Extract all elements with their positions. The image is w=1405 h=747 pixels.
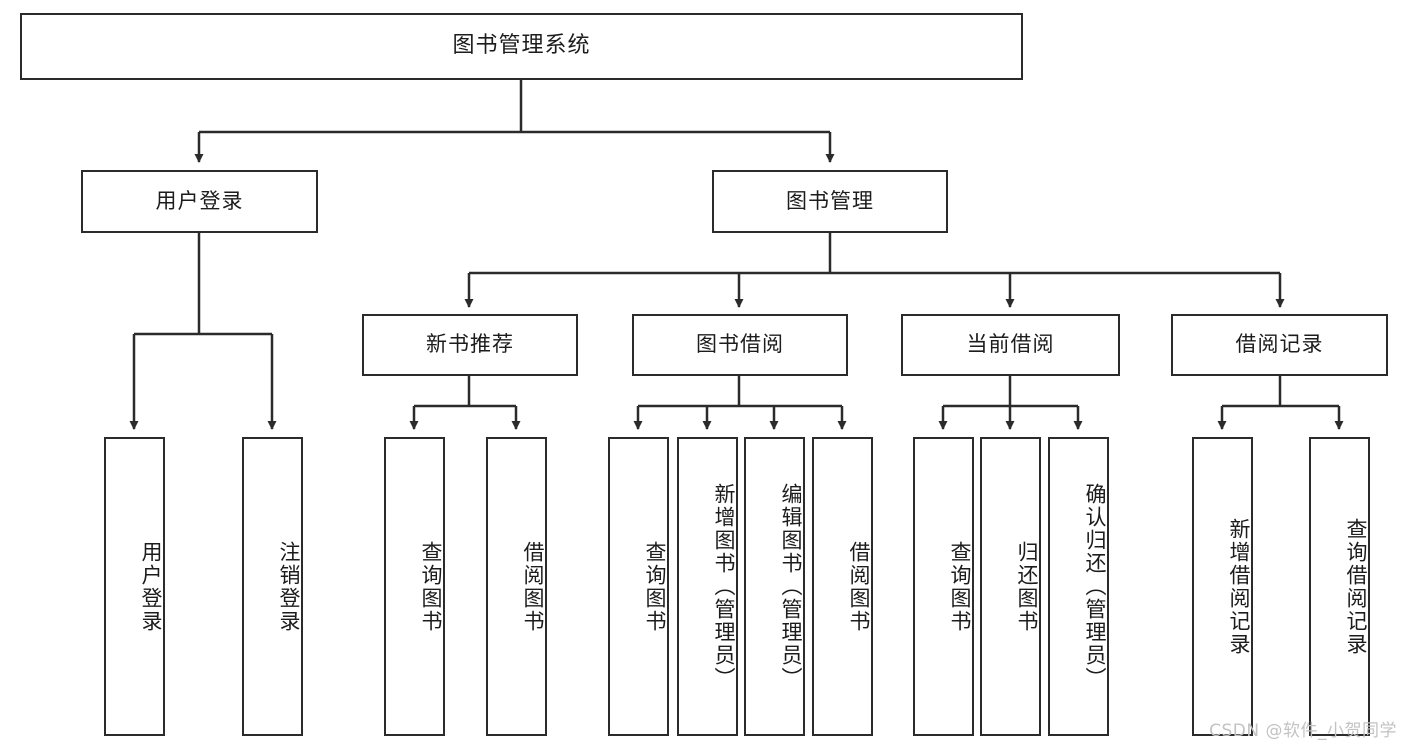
node-label: 用户登录 — [155, 188, 244, 213]
node-label: 确认归还（管理员） — [1083, 483, 1107, 690]
node-label: 查询借阅记录 — [1344, 517, 1368, 656]
node-book-borrow[interactable]: 图书借阅 — [632, 314, 848, 376]
node-label: 借阅图书 — [847, 540, 871, 633]
node-label: 编辑图书（管理员） — [779, 483, 803, 690]
node-label: 查询图书 — [643, 540, 667, 633]
leaf-newbook-query-book[interactable]: 查询图书 — [384, 437, 445, 736]
leaf-newbook-borrow-book[interactable]: 借阅图书 — [486, 437, 547, 736]
node-book-management[interactable]: 图书管理 — [712, 170, 948, 233]
csdn-watermark: CSDN @软件_小贺同学 — [1209, 721, 1397, 741]
leaf-bookborrow-add-book-admin[interactable]: 新增图书（管理员） — [677, 437, 738, 736]
leaf-bookborrow-edit-book-admin[interactable]: 编辑图书（管理员） — [744, 437, 805, 736]
node-label: 图书借阅 — [696, 332, 784, 357]
node-label: 用户登录 — [139, 540, 163, 633]
leaf-user-login[interactable]: 用户登录 — [104, 437, 165, 736]
node-user-login[interactable]: 用户登录 — [81, 170, 318, 233]
node-label: 当前借阅 — [966, 332, 1055, 357]
leaf-bookborrow-query-book[interactable]: 查询图书 — [608, 437, 669, 736]
node-label: 借阅记录 — [1235, 332, 1324, 357]
node-label: 查询图书 — [419, 540, 443, 633]
leaf-currentborrow-return-book[interactable]: 归还图书 — [980, 437, 1041, 736]
node-label: 注销登录 — [277, 540, 301, 633]
leaf-bookborrow-borrow-book[interactable]: 借阅图书 — [812, 437, 873, 736]
leaf-borrowrecord-add-record[interactable]: 新增借阅记录 — [1192, 437, 1253, 736]
node-label: 新书推荐 — [426, 332, 514, 357]
node-current-borrow[interactable]: 当前借阅 — [901, 314, 1120, 376]
leaf-borrowrecord-query-record[interactable]: 查询借阅记录 — [1309, 437, 1370, 736]
node-label: 归还图书 — [1015, 540, 1039, 633]
node-label: 借阅图书 — [521, 540, 545, 633]
node-label: 图书管理系统 — [452, 33, 591, 59]
node-label: 新增借阅记录 — [1227, 517, 1251, 656]
leaf-currentborrow-confirm-return-admin[interactable]: 确认归还（管理员） — [1048, 437, 1109, 736]
node-label: 查询图书 — [948, 540, 972, 633]
node-new-book-recommend[interactable]: 新书推荐 — [362, 314, 578, 376]
leaf-logout-login[interactable]: 注销登录 — [242, 437, 303, 736]
node-label: 图书管理 — [786, 188, 874, 213]
leaf-currentborrow-query-book[interactable]: 查询图书 — [913, 437, 974, 736]
node-root-book-management-system[interactable]: 图书管理系统 — [20, 13, 1023, 80]
node-label: 新增图书（管理员） — [712, 483, 736, 690]
node-borrow-record[interactable]: 借阅记录 — [1171, 314, 1388, 376]
